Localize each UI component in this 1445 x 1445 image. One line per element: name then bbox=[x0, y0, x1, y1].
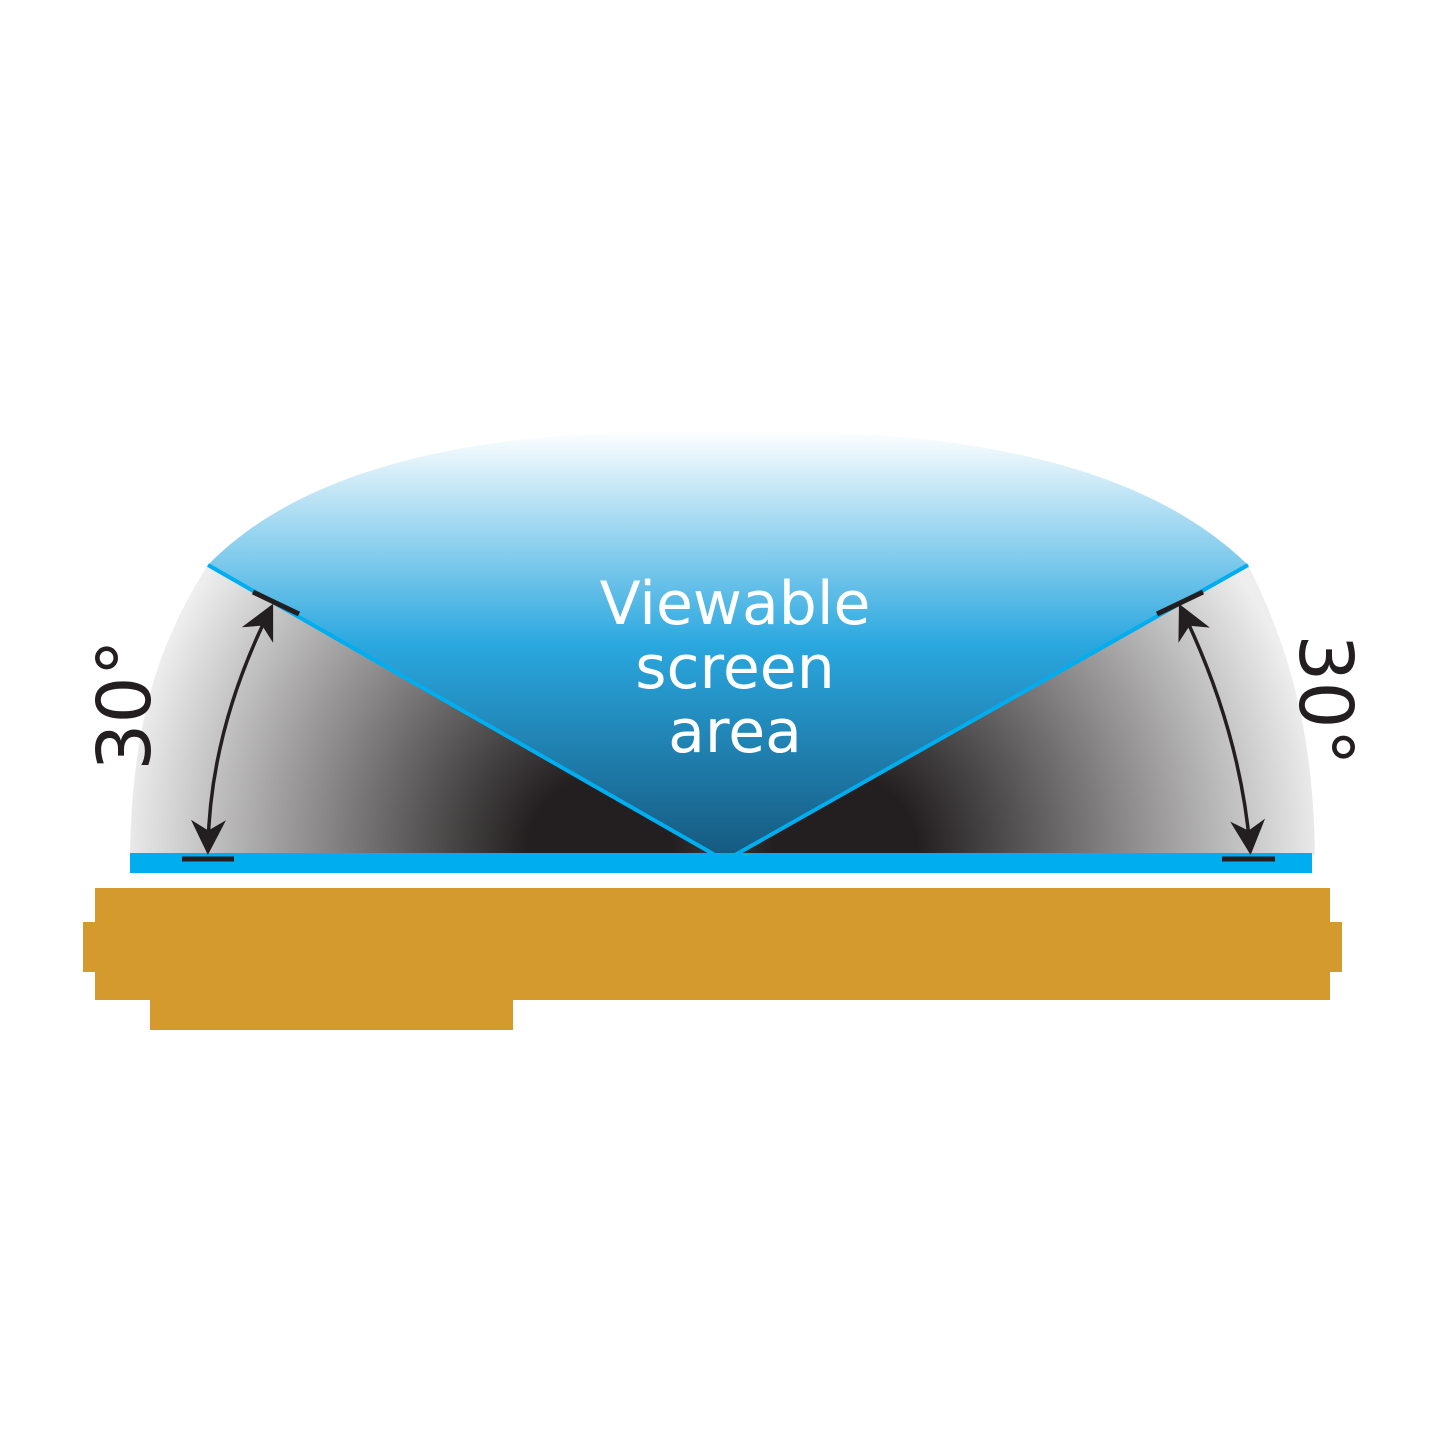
viewable-area-label: Viewable screen area bbox=[600, 569, 871, 767]
label-line-area: area bbox=[668, 697, 802, 767]
left-tick-top bbox=[251, 589, 301, 617]
left-angle-indicator: 30° bbox=[82, 589, 301, 862]
right-blocked-zone bbox=[735, 565, 1315, 855]
double-headed-arc-arrow-icon bbox=[190, 603, 274, 855]
left-blocked-zone bbox=[130, 565, 715, 855]
right-angle-indicator: 30° bbox=[1155, 589, 1368, 862]
double-headed-arc-arrow-icon bbox=[1178, 603, 1266, 855]
left-angle-label: 30° bbox=[82, 639, 168, 770]
device-body bbox=[83, 888, 1342, 1030]
viewable-area-cone bbox=[208, 430, 1248, 855]
right-tick-top bbox=[1155, 589, 1205, 617]
label-line-viewable: Viewable bbox=[600, 569, 871, 639]
screen-filter bbox=[130, 853, 1312, 873]
right-angle-label: 30° bbox=[1282, 634, 1368, 765]
label-line-screen: screen bbox=[635, 633, 834, 703]
